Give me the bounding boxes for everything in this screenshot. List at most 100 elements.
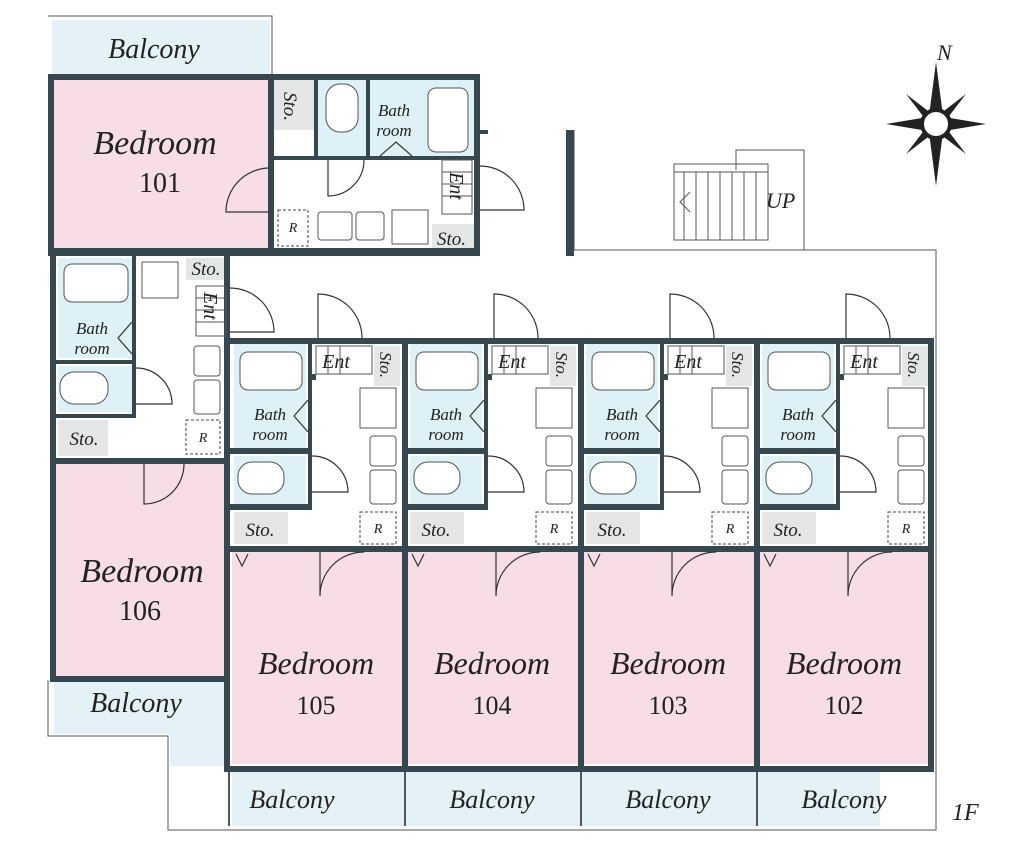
bath-106-label-2: room bbox=[74, 339, 109, 358]
bath-102-label-2: room bbox=[780, 425, 815, 444]
toilet-102 bbox=[765, 461, 813, 495]
storage-106-label: Sto. bbox=[69, 429, 98, 450]
stove-105 bbox=[369, 469, 397, 505]
entry-104-label: Ent bbox=[497, 351, 526, 373]
bedroom-103-label: Bedroom bbox=[610, 645, 726, 681]
fridge-105 bbox=[359, 511, 397, 545]
bedroom-105-area bbox=[232, 552, 402, 764]
fridge-103-label: R bbox=[725, 522, 735, 537]
floor-label: 1F bbox=[952, 800, 979, 826]
washer-101 bbox=[391, 209, 429, 245]
storage-103-label: Sto. bbox=[597, 520, 626, 541]
storage-101-b-label: Sto. bbox=[437, 229, 466, 250]
bedroom-door-105 bbox=[319, 551, 365, 597]
bedroom-103-area bbox=[584, 552, 754, 764]
fridge-104-label: R bbox=[549, 522, 559, 537]
bedroom-105-label: Bedroom bbox=[258, 645, 374, 681]
balcony-105-label: Balcony bbox=[249, 785, 335, 814]
stove-104 bbox=[545, 469, 573, 505]
bath-101-label: Bath bbox=[378, 101, 410, 120]
balcony-103-label: Balcony bbox=[625, 785, 711, 814]
staircase bbox=[673, 149, 805, 250]
fridge-101 bbox=[277, 209, 309, 247]
sink-104 bbox=[545, 435, 573, 467]
unit-walls bbox=[228, 338, 934, 826]
balcony-104-area bbox=[352, 772, 528, 826]
stove-101 bbox=[355, 211, 385, 241]
fixtures-101 bbox=[225, 83, 525, 247]
storage-105-b-area bbox=[374, 346, 400, 386]
entry-105-label: Ent bbox=[321, 351, 350, 373]
sink-102 bbox=[897, 435, 925, 467]
bathtub-103 bbox=[591, 351, 655, 391]
storage-105-label: Sto. bbox=[245, 520, 274, 541]
bath-104-label-2: room bbox=[428, 425, 463, 444]
entry-106-label: Ent bbox=[199, 291, 221, 320]
storage-104-b-label: Sto. bbox=[552, 352, 571, 378]
storage-106-b-area bbox=[186, 258, 226, 280]
entry-steps-104 bbox=[491, 345, 549, 375]
unit-labels: Bedroom105BalconyBathroomEntSto.Sto.RBed… bbox=[245, 351, 923, 814]
bath-103-label: Bath bbox=[606, 405, 638, 424]
compass-icon bbox=[886, 62, 986, 186]
washer-104 bbox=[535, 387, 573, 429]
storage-106-b-label: Sto. bbox=[191, 259, 220, 280]
entry-steps-106 bbox=[195, 285, 227, 337]
bedroom-door-102 bbox=[847, 551, 893, 597]
fridge-104 bbox=[535, 511, 573, 545]
storage-102-area bbox=[762, 512, 816, 544]
entry-102-label: Ent bbox=[849, 351, 878, 373]
toilet-104 bbox=[413, 461, 461, 495]
entry-steps-101 bbox=[441, 159, 473, 215]
unit-101-number: 101 bbox=[139, 168, 181, 199]
balcony-102-area bbox=[704, 772, 880, 826]
storage-103-area bbox=[586, 512, 640, 544]
unit-105-number: 105 bbox=[297, 691, 336, 720]
storage-105-b-label: Sto. bbox=[376, 352, 395, 378]
entry-door-103 bbox=[669, 293, 715, 339]
storage-101-a-label: Sto. bbox=[279, 92, 300, 121]
compass-north-label: N bbox=[936, 40, 953, 65]
balcony-101-label: Balcony bbox=[108, 34, 200, 65]
washer-106 bbox=[141, 261, 179, 299]
entry-door-102 bbox=[845, 293, 891, 339]
fixtures-106 bbox=[59, 261, 275, 505]
bath-106-label: Bath bbox=[76, 319, 108, 338]
balcony-106-ext bbox=[170, 734, 226, 766]
entry-101-label: Ent bbox=[445, 171, 467, 200]
storage-102-label: Sto. bbox=[773, 520, 802, 541]
bath-105-label-2: room bbox=[252, 425, 287, 444]
bathtub-101 bbox=[427, 87, 469, 153]
storage-102-b-label: Sto. bbox=[904, 352, 923, 378]
entry-door-105 bbox=[317, 293, 363, 339]
stairs-up-label: UP bbox=[766, 188, 795, 213]
entry-door-104 bbox=[493, 293, 539, 339]
bedroom-door-104 bbox=[495, 551, 541, 597]
balcony-102-label: Balcony bbox=[801, 785, 887, 814]
bathtub-102 bbox=[767, 351, 831, 391]
bath-101-label-2: room bbox=[376, 121, 411, 140]
bathtub-104 bbox=[415, 351, 479, 391]
bedroom-104-label: Bedroom bbox=[434, 645, 550, 681]
fridge-101-label: R bbox=[288, 221, 298, 236]
fridge-102-label: R bbox=[901, 522, 911, 537]
fridge-106 bbox=[185, 419, 221, 455]
storage-103-b-area bbox=[726, 346, 752, 386]
bedroom-104-area bbox=[408, 552, 578, 764]
toilet-106 bbox=[59, 371, 109, 405]
bath-105-label: Bath bbox=[254, 405, 286, 424]
toilet-103 bbox=[589, 461, 637, 495]
toilet-101 bbox=[325, 83, 359, 133]
storage-106-area bbox=[58, 420, 108, 456]
toilet-105 bbox=[237, 461, 285, 495]
bedroom-101-label: Bedroom bbox=[93, 125, 216, 162]
sink-105 bbox=[369, 435, 397, 467]
bedroom-106-area bbox=[56, 462, 224, 676]
storage-101-a-area bbox=[274, 80, 314, 130]
stove-103 bbox=[721, 469, 749, 505]
storage-104-label: Sto. bbox=[421, 520, 450, 541]
bathtub-106 bbox=[63, 263, 129, 303]
sink-103 bbox=[721, 435, 749, 467]
fridge-102 bbox=[887, 511, 925, 545]
